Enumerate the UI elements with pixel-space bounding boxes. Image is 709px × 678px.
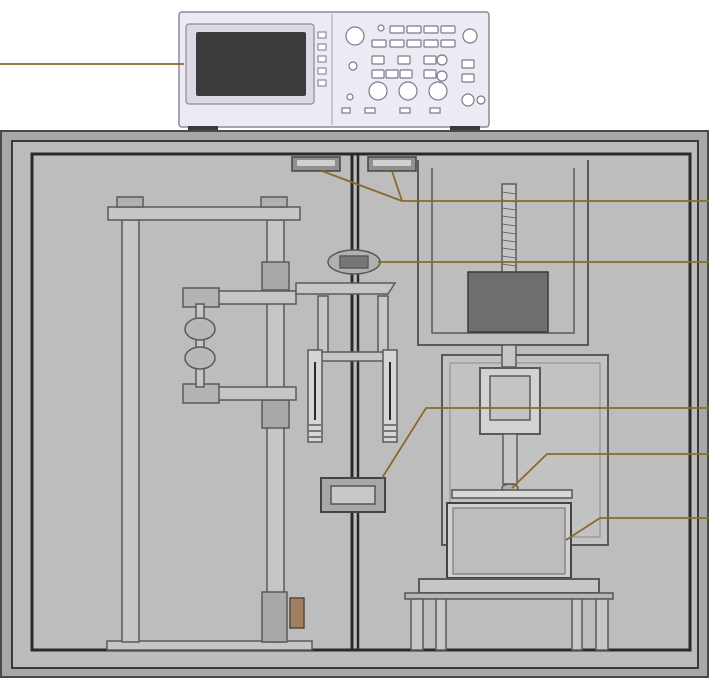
stand-holder	[261, 591, 288, 643]
oscilloscope-foot-right	[450, 126, 480, 131]
leader-vents-branch	[391, 170, 403, 202]
oscilloscope	[178, 11, 490, 131]
center-hub-core	[339, 255, 369, 269]
lead-screw	[501, 183, 517, 275]
center-mechanism	[295, 249, 398, 513]
oscilloscope-foot-left	[188, 126, 218, 131]
stand-post-left	[121, 219, 140, 643]
oscilloscope-controls	[341, 24, 486, 114]
leader-sensor-box	[381, 407, 709, 479]
stand-base	[106, 640, 313, 651]
loading-frame	[404, 160, 614, 651]
guide-right	[377, 295, 389, 357]
table-leg-right	[595, 598, 609, 651]
guide-left	[317, 295, 329, 357]
leader-specimen	[565, 517, 709, 541]
leader-lines	[0, 63, 709, 541]
table-leg-left	[410, 598, 424, 651]
clamp-ball-lower	[184, 346, 216, 370]
stand-holder-block	[289, 597, 305, 629]
clamp-stand	[106, 196, 313, 651]
clamp-ball-upper	[184, 317, 216, 341]
table-top	[418, 578, 600, 594]
stand-collar-upper	[261, 261, 290, 291]
specimen-plate	[451, 489, 573, 499]
leader-plunger	[511, 453, 709, 489]
plunger	[502, 433, 518, 485]
weight-block	[467, 271, 549, 333]
stand-collar-lower	[261, 399, 290, 429]
clamp-rod	[195, 303, 205, 388]
stand-top-bar	[107, 206, 301, 221]
upper-frame-inner	[431, 168, 575, 334]
oscilloscope-screen	[196, 32, 306, 96]
top-plate	[295, 282, 397, 295]
